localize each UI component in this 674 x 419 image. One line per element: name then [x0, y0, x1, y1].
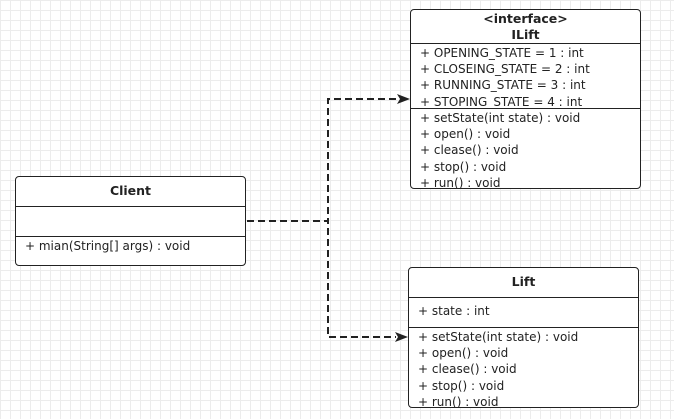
- method-row: + mian(String[] args) : void: [25, 239, 191, 253]
- dependency-client-to-ilift: [247, 98, 398, 222]
- method-row: + stop() : void: [420, 159, 507, 174]
- method-row: + setState(int state) : void: [418, 330, 579, 344]
- lift-methods: + setState(int state) : void + open() : …: [409, 328, 638, 408]
- arrowhead-lift: [395, 332, 408, 342]
- method-row: + setState(int state) : void: [420, 111, 581, 125]
- client-methods: + mian(String[] args) : void: [16, 237, 245, 254]
- method-row: + run() : void: [420, 175, 501, 189]
- method-row: + run() : void: [418, 394, 499, 408]
- lift-name: Lift: [511, 274, 536, 289]
- lift-class-box[interactable]: Lift + state : int + setState(int state)…: [408, 267, 639, 408]
- dependency-client-to-lift: [247, 220, 396, 338]
- method-row: + clease() : void: [420, 143, 519, 158]
- client-header: Client: [16, 177, 245, 207]
- arrowhead-ilift: [397, 94, 410, 104]
- method-row: + stop() : void: [418, 378, 505, 393]
- client-name: Client: [109, 183, 152, 198]
- ilift-header: <interface> ILift: [411, 10, 640, 44]
- lift-header: Lift: [409, 268, 638, 298]
- ilift-stereotype: <interface>: [483, 11, 568, 26]
- attribute-row: + STOPING_STATE = 4 : int: [420, 94, 583, 109]
- ilift-name: ILift: [511, 27, 540, 42]
- attribute-row: + CLOSEING_STATE = 2 : int: [420, 62, 590, 77]
- client-class-box[interactable]: Client + mian(String[] args) : void: [15, 176, 246, 266]
- method-row: + open() : void: [418, 346, 509, 361]
- client-attributes: [16, 207, 245, 237]
- ilift-methods: + setState(int state) : void + open() : …: [411, 109, 640, 189]
- attribute-row: + OPENING_STATE = 1 : int: [420, 46, 584, 60]
- attribute-row: + RUNNING_STATE = 3 : int: [420, 78, 586, 93]
- attribute-row: + state : int: [418, 304, 490, 318]
- ilift-interface-box[interactable]: <interface> ILift + OPENING_STATE = 1 : …: [410, 9, 641, 189]
- ilift-attributes: + OPENING_STATE = 1 : int + CLOSEING_STA…: [411, 44, 640, 109]
- method-row: + clease() : void: [418, 362, 517, 377]
- lift-attributes: + state : int: [409, 298, 638, 328]
- method-row: + open() : void: [420, 127, 511, 142]
